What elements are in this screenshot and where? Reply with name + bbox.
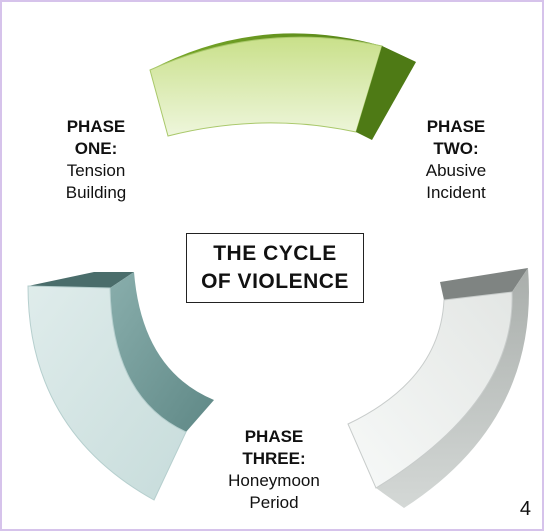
phase-three-desc-line2: Period [249,493,299,512]
gray-segment [347,268,529,508]
phase-three-desc-line1: Honeymoon [228,471,320,490]
page-number: 4 [519,498,531,520]
phase-one-number: ONE: [74,139,118,158]
phase-three-label: PHASE THREE: Honeymoon Period [214,426,334,514]
diagram-title-box: THE CYCLE OF VIOLENCE [186,233,364,303]
phase-two-heading: PHASE [426,117,486,136]
phase-three-heading: PHASE [244,427,304,446]
phase-one-label: PHASE ONE: Tension Building [44,116,148,204]
diagram-title-line2: OF VIOLENCE [201,270,349,293]
diagram-title-line1: THE CYCLE [213,242,337,265]
phase-two-label: PHASE TWO: Abusive Incident [404,116,508,204]
teal-segment [27,272,214,501]
phase-one-heading: PHASE [66,117,126,136]
phase-one-desc-line1: Tension [66,161,126,180]
phase-three-number: THREE: [242,449,306,468]
phase-two-number: TWO: [433,139,479,158]
green-segment [149,33,416,140]
phase-one-desc-line2: Building [65,183,127,202]
phase-two-desc-line1: Abusive [425,161,487,180]
phase-two-desc-line2: Incident [426,183,486,202]
